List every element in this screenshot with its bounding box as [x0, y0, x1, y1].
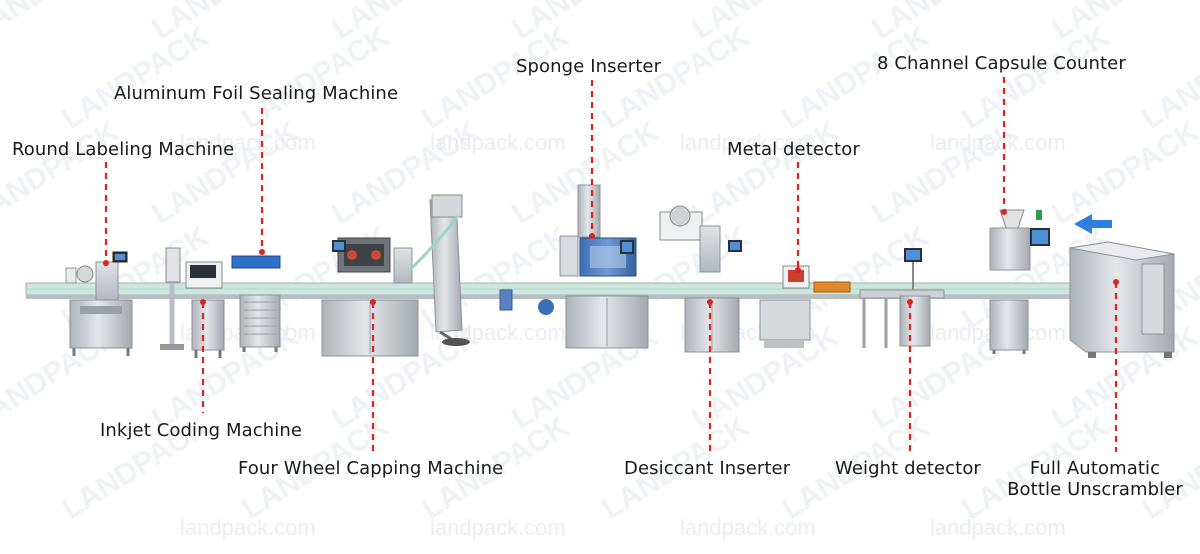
watermark-logo: LANDPACK: [1136, 20, 1200, 136]
sponge-inserter: [538, 184, 649, 349]
label-four-wheel-capping-machine: Four Wheel Capping Machine: [238, 458, 504, 479]
label-bottle-unscrambler-line1: Full Automatic: [1029, 458, 1161, 479]
watermark-logo: LANDPACK: [0, 0, 125, 46]
watermark-url: landpack.com: [680, 130, 816, 155]
watermark-logo: LANDPACK: [596, 20, 755, 136]
watermark-url: landpack.com: [680, 515, 816, 540]
label-metal-detector: Metal detector: [727, 139, 860, 160]
label-inkjet-coding-machine: Inkjet Coding Machine: [100, 420, 303, 441]
label-capsule-counter: 8 Channel Capsule Counter: [877, 53, 1126, 74]
watermark-url: landpack.com: [180, 130, 316, 155]
capsule-counter: [989, 209, 1050, 354]
label-bottle-unscrambler: Full Automatic Bottle Unscrambler: [1006, 458, 1184, 500]
watermark-url: landpack.com: [930, 515, 1066, 540]
aluminum-foil-sealing-machine: [231, 255, 281, 352]
watermark-url: landpack.com: [430, 130, 566, 155]
bottle-unscrambler: [1069, 241, 1175, 358]
metal-detector: [759, 265, 851, 348]
watermark-logo: LANDPACK: [56, 20, 215, 136]
watermark-logo: LANDPACK: [956, 20, 1115, 136]
watermark-url: landpack.com: [930, 130, 1066, 155]
watermark-logo: LANDPACK: [236, 20, 395, 136]
watermark-logo: LANDPACK: [0, 115, 125, 231]
watermark-url: landpack.com: [180, 515, 316, 540]
four-wheel-capping-machine: [321, 194, 513, 357]
inkjet-coding-machine: [160, 247, 225, 358]
watermark-logo: LANDPACK: [776, 20, 935, 136]
label-desiccant-inserter: Desiccant Inserter: [624, 458, 791, 479]
label-weight-detector: Weight detector: [835, 458, 981, 479]
label-bottle-unscrambler-line2: Bottle Unscrambler: [1007, 479, 1183, 500]
label-round-labeling-machine: Round Labeling Machine: [12, 139, 235, 160]
watermark-logo: LANDPACK: [1046, 115, 1200, 231]
desiccant-inserter: [659, 205, 742, 353]
round-labeling-machine: [65, 251, 133, 356]
watermark-url: landpack.com: [430, 515, 566, 540]
weight-detector: [859, 248, 945, 348]
label-sponge-inserter: Sponge Inserter: [516, 56, 662, 77]
label-aluminum-foil-sealing-machine: Aluminum Foil Sealing Machine: [114, 83, 399, 104]
watermark-logo: LANDPACK: [416, 20, 575, 136]
flow-direction-arrow: [1074, 214, 1112, 234]
